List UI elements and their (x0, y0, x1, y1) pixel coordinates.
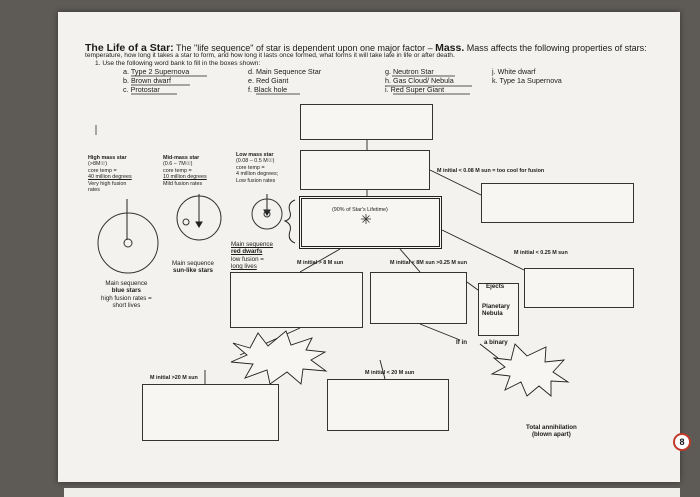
gt20-label: M initial >20 M sun (150, 375, 198, 381)
next-page-edge (64, 488, 680, 497)
red-line-3: low fusion = (231, 255, 264, 263)
answer-box-protostar[interactable] (300, 150, 430, 190)
word-bank-k: k. Type 1a Supernova (492, 76, 562, 85)
answer-box-black-hole[interactable] (142, 384, 279, 441)
too-cool-text: M initial < 0.08 M sun = too cool for fu… (437, 168, 545, 174)
main-seq-sun-label: Main sequence sun-like stars (172, 260, 214, 275)
word-bank-b: b. Brown dwarf (123, 76, 171, 85)
main-seq-red-label: Main sequence red dwarfs low fusion = lo… (231, 241, 273, 271)
title-tail: Mass affects the following properties of… (464, 43, 647, 53)
high-mass-line-1: core temp = (88, 167, 117, 174)
low-mass-range: (0.08 – 0.5 M☉) (236, 158, 275, 165)
word-bank-j: j. White dwarf (492, 67, 536, 76)
binary-if-label: If in (456, 339, 467, 346)
blue-line-2: blue stars (111, 287, 141, 295)
word-bank-e: e. Red Giant (248, 76, 289, 85)
red-line-4: long lives (231, 263, 257, 271)
range-label: M initial < 8M sun >0.25 M sun (390, 260, 467, 266)
sun-line-2: sun-like stars (173, 267, 213, 275)
red-line-2: red dwarfs (231, 248, 263, 256)
lt025-label: M initial < 0.25 M sun (514, 250, 568, 256)
ejects-label: Ejects (486, 283, 505, 290)
high-mass-star-text: High mass star (>8M☉) core temp = 40 mil… (88, 155, 132, 194)
intro-line: temperature, how long it takes a star to… (85, 52, 455, 59)
word-bank-g: g. Neutron Star (385, 67, 434, 76)
word-bank-d: d. Main Sequence Star (248, 67, 322, 76)
gt8-label: M initial > 8 M sun (297, 260, 344, 266)
planetary-nebula-label: Planetary Nebula (482, 303, 510, 318)
blue-line-1: Main sequence (105, 280, 148, 287)
word-bank-c: c. Protostar (123, 85, 160, 94)
title-bold: The Life of a Star: (85, 42, 174, 54)
high-mass-title: High mass star (88, 155, 127, 161)
mid-mass-title: Mid-mass star (163, 155, 200, 161)
low-mass-line-3: Low fusion rates (236, 177, 276, 184)
title-rest: The "life sequence" of star is dependent… (173, 43, 436, 53)
binary-label: a binary (484, 339, 508, 346)
low-mass-line-1: core temp = (236, 164, 265, 171)
instruction-line: 1. Use the following word bank to fill i… (95, 60, 261, 67)
mid-mass-line-2: 10 million degrees (163, 174, 207, 181)
low-mass-line-2: 4 million degrees; (236, 171, 279, 178)
answer-box-planetary[interactable] (478, 283, 519, 336)
answer-box-low-mass-end[interactable] (524, 268, 634, 308)
blue-line-3: high fusion rates = (101, 294, 152, 302)
high-mass-line-3: Very high fusion (88, 180, 127, 187)
mass-word: Mass. (435, 42, 465, 54)
low-mass-star-text: Low mass star (0.08 – 0.5 M☉) core temp … (236, 152, 278, 184)
annihilation-line-2: (blown apart) (531, 431, 571, 439)
answer-box-main-sequence[interactable] (299, 196, 442, 249)
word-bank-i: i. Red Super Giant (385, 85, 445, 94)
answer-box-brown-dwarf[interactable] (481, 183, 634, 223)
red-line-1: Main sequence (231, 241, 273, 248)
low-mass-title: Low mass star (236, 152, 274, 158)
high-mass-line-2: 40 million degrees (88, 174, 132, 181)
mid-mass-range: (0.6 – 7M☉) (163, 161, 193, 168)
sun-line-1: Main sequence (172, 260, 214, 267)
answer-box-neutron-star[interactable] (327, 379, 449, 431)
answer-box-red-super-giant[interactable] (230, 272, 363, 328)
planetary-line-2: Nebula (482, 310, 503, 318)
worksheet-title: The Life of a Star: The "life sequence" … (85, 42, 647, 54)
mid-mass-line-3: Mild fusion rates (163, 180, 203, 187)
high-mass-line-4: rates (88, 187, 100, 194)
blue-line-4: short lives (112, 302, 141, 310)
word-bank-a: a. Type 2 Supernova (123, 67, 190, 76)
planetary-line-1: Planetary (482, 303, 510, 310)
main-seq-blue-label: Main sequence blue stars high fusion rat… (101, 280, 152, 310)
answer-box-red-giant[interactable] (370, 272, 467, 324)
annihilation-line-1: Total annihilation (526, 424, 577, 431)
mid-mass-star-text: Mid-mass star (0.6 – 7M☉) core temp = 10… (163, 155, 207, 187)
annihilation-label: Total annihilation (blown apart) (526, 424, 577, 439)
too-cool-label: M initial < 0.08 M sun = too cool for fu… (437, 168, 544, 174)
page-number-badge: 8 (673, 433, 691, 451)
word-bank-f: f. Black hole (248, 85, 288, 94)
answer-box-gas-cloud[interactable] (300, 104, 433, 140)
high-mass-range: (>8M☉) (88, 161, 108, 168)
mid-mass-line-1: core temp = (163, 167, 192, 174)
lifetime-label: (90% of Star's Lifetime) (332, 207, 388, 213)
lt20-label: M initial < 20 M sun (365, 370, 415, 376)
word-bank-h: h. Gas Cloud/ Nebula (385, 76, 454, 85)
